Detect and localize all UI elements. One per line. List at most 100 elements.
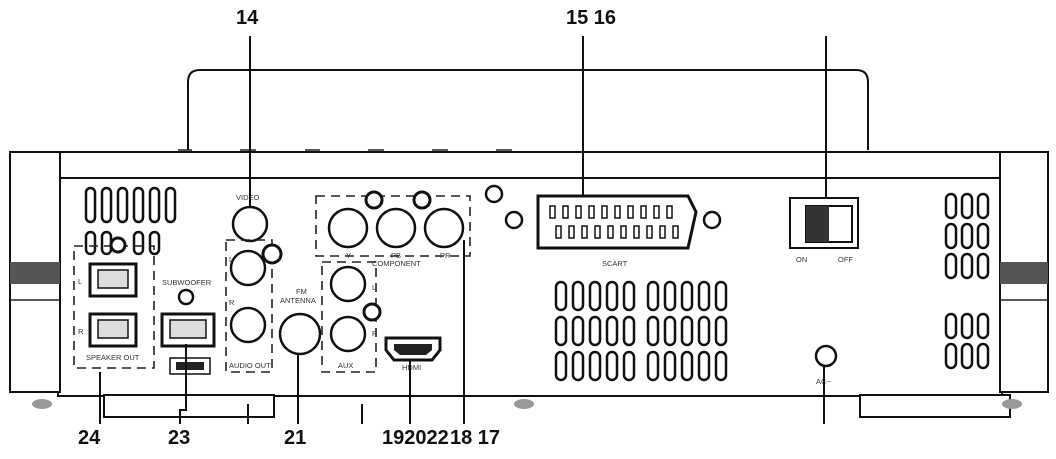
vent-slot: [960, 252, 974, 280]
vent-slot: [100, 186, 113, 224]
audio-out-label: AUDIO OUT: [229, 361, 271, 370]
scart-pin: [672, 225, 679, 239]
component-ground-2: [412, 190, 432, 210]
component-y-label: Y: [346, 251, 351, 260]
vent-slot: [714, 315, 728, 347]
vent-slot: [588, 350, 602, 382]
callout-18-17: 18 17: [450, 427, 501, 449]
vent-slot: [571, 315, 585, 347]
top-handle: [187, 69, 869, 150]
aux-label: AUX: [338, 361, 353, 370]
component-y-jack: [327, 207, 369, 249]
vent-slot: [622, 350, 636, 382]
vent-slot: [663, 315, 677, 347]
right-side-block: [999, 151, 1049, 393]
scart-pin: [659, 225, 666, 239]
ac-inlet: [814, 344, 838, 368]
antenna-label: ANTENNA: [280, 296, 316, 305]
top-strip: [57, 151, 1003, 179]
hdmi-label: HDMI: [402, 363, 421, 372]
scart-pin: [653, 205, 660, 219]
vent-slot: [960, 312, 974, 340]
audio-out-frame: [225, 239, 273, 373]
vent-slot: [84, 230, 97, 256]
vent-slot: [100, 230, 113, 256]
callout-15-16: 15 16: [566, 7, 617, 29]
scart-pins: [549, 205, 679, 239]
vent-slot: [697, 350, 711, 382]
speaker-r-label: R: [78, 327, 84, 336]
callout-leader-lines: [99, 36, 827, 424]
callout-21: 21: [284, 427, 307, 449]
aux-l-label: L: [372, 283, 376, 292]
vent-slot: [148, 230, 161, 256]
audio-out-l-label: L: [229, 255, 233, 264]
aux-ground: [362, 302, 382, 322]
vent-slot: [588, 315, 602, 347]
vent-slot: [554, 315, 568, 347]
component-label: COMPONENT: [372, 259, 421, 268]
component-pr-label: PR: [440, 251, 451, 260]
vent-slot: [148, 186, 161, 224]
component-pb-label: PB: [391, 251, 401, 260]
speaker-out-frame: [73, 245, 155, 369]
subwoofer-label: SUBWOOFER: [162, 278, 212, 287]
vent-slot: [976, 312, 990, 340]
scart-pin: [646, 225, 653, 239]
scart-pin: [607, 225, 614, 239]
vent-slot: [976, 222, 990, 250]
scart-pin: [555, 225, 562, 239]
vent-slot: [588, 280, 602, 312]
scart-pin: [633, 225, 640, 239]
vent-slot: [944, 222, 958, 250]
scart-pin: [562, 205, 569, 219]
vent-slot: [944, 192, 958, 220]
vent-slot: [944, 342, 958, 370]
scart-screw-left: [504, 210, 524, 230]
vent-slot: [84, 186, 97, 224]
vent-slot: [663, 350, 677, 382]
aux-r-label: R: [372, 329, 378, 338]
fm-antenna-jack: [278, 312, 322, 356]
scart-pin: [601, 205, 608, 219]
scart-pin: [620, 225, 627, 239]
speaker-out-label: SPEAKER OUT: [86, 353, 140, 362]
scart-pin: [627, 205, 634, 219]
scart-pin: [581, 225, 588, 239]
left-side-block: [9, 151, 61, 393]
vent-slot: [680, 350, 694, 382]
vent-slot: [976, 192, 990, 220]
component-frame: [315, 195, 471, 257]
audio-out-ground: [261, 243, 283, 265]
power-on-label: ON: [796, 255, 807, 264]
vent-slot: [132, 230, 145, 256]
scart-pin: [666, 205, 673, 219]
audio-out-l-jack: [229, 249, 267, 287]
vent-slot: [960, 222, 974, 250]
ventilation-slots: [84, 186, 990, 382]
vent-slot: [680, 315, 694, 347]
vent-slot: [944, 312, 958, 340]
vent-slot: [605, 280, 619, 312]
vent-slot: [646, 315, 660, 347]
video-jack: [231, 205, 269, 243]
scart-ground: [484, 184, 504, 204]
scart-label: SCART: [602, 259, 628, 268]
callout-23: 23: [168, 427, 191, 449]
scart-pin: [588, 205, 595, 219]
subwoofer-jack: [177, 288, 195, 306]
speaker-ground-screw: [109, 236, 127, 254]
vent-slot: [646, 280, 660, 312]
scart-pin: [575, 205, 582, 219]
vent-slot: [663, 280, 677, 312]
vent-slot: [976, 252, 990, 280]
vent-slot: [554, 280, 568, 312]
aux-l-jack: [329, 265, 367, 303]
callout-24: 24: [78, 427, 101, 449]
aux-r-jack: [329, 315, 367, 353]
feet: [32, 394, 1022, 418]
scart-pin: [614, 205, 621, 219]
vent-slot: [960, 192, 974, 220]
callout-14: 14: [236, 7, 259, 29]
audio-out-r-label: R: [229, 298, 235, 307]
